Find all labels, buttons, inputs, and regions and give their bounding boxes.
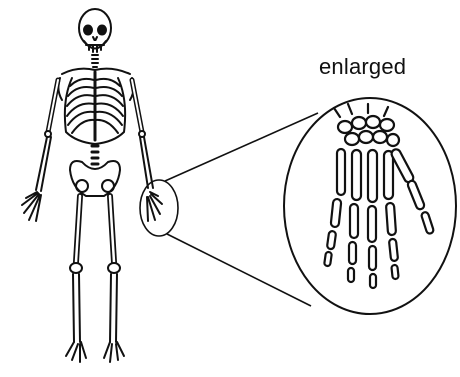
thumb-bones bbox=[390, 148, 434, 235]
hand-highlight-circle bbox=[140, 180, 178, 236]
right-arm bbox=[132, 80, 162, 221]
neck-vertebrae bbox=[92, 55, 98, 67]
skull bbox=[79, 9, 111, 52]
finger-bones-4 bbox=[384, 151, 399, 279]
callout-line-top bbox=[165, 113, 318, 181]
callout bbox=[140, 98, 456, 314]
left-leg bbox=[66, 196, 86, 362]
human-skeleton-icon bbox=[22, 9, 162, 362]
hand-skeleton-icon bbox=[324, 104, 434, 288]
carpal-bones bbox=[338, 116, 399, 146]
lumbar-spine bbox=[92, 146, 98, 170]
right-leg bbox=[104, 196, 124, 362]
forearm-bones bbox=[334, 104, 388, 117]
enlarged-label: enlarged bbox=[319, 56, 406, 78]
finger-bones-2 bbox=[348, 150, 361, 282]
pelvis bbox=[70, 161, 120, 196]
ribcage bbox=[65, 72, 125, 144]
left-arm bbox=[22, 80, 58, 221]
finger-bones-3 bbox=[368, 150, 377, 288]
finger-bones-1 bbox=[324, 149, 345, 266]
